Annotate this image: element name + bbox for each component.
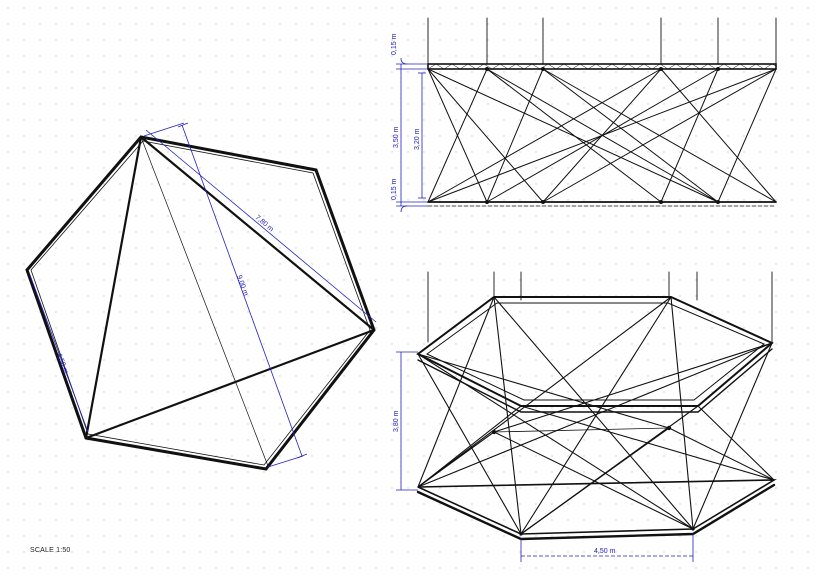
persp-top-ring-depth	[417, 348, 773, 413]
plan-brace	[84, 135, 143, 440]
persp-mid-tie	[493, 427, 670, 433]
persp-top-ring-inner	[426, 302, 765, 401]
scale-label: SCALE 1:50	[30, 547, 71, 554]
elev-top-truss-web	[427, 63, 777, 70]
perspective-dimensions	[396, 351, 694, 562]
plan-diag-dim-line	[181, 124, 303, 457]
elev-bottom-band-label: 0,15 m	[391, 178, 398, 200]
elev-total-height-label: 3,50 m	[393, 126, 400, 148]
elev-top-band-leader	[400, 57, 408, 65]
plan-side-dim-line	[29, 274, 89, 433]
plan-ext-line	[267, 455, 304, 468]
plan-outer-ring	[25, 135, 376, 471]
plan-brace	[84, 328, 376, 440]
elevation-view	[427, 17, 777, 207]
elevation-dimensions	[396, 57, 428, 213]
plan-chord-dim-line	[145, 129, 377, 323]
plan-ext-line	[143, 122, 185, 137]
elev-top-band-label: 0,15 m	[391, 33, 398, 55]
elev-top-truss	[427, 63, 777, 70]
perspective-view	[416, 271, 777, 541]
persp-bottom-ring-edge	[416, 483, 776, 541]
persp-width-dim-label: 4,50 m	[594, 548, 616, 555]
persp-bracing	[417, 296, 775, 535]
plan-inner-ring	[30, 140, 371, 466]
persp-nodes	[491, 425, 695, 536]
plan-dimensions	[29, 122, 377, 468]
persp-height-dim-label: 3,80 m	[393, 410, 400, 432]
plan-view	[25, 135, 376, 471]
elev-inner-height-label: 3,20 m	[414, 128, 421, 150]
plan-brace-thin	[140, 136, 269, 467]
elev-bottom-band-leader	[400, 205, 408, 213]
elev-bracing	[427, 68, 777, 203]
plan-diag-tick	[177, 122, 189, 128]
plan-brace	[139, 135, 376, 332]
elev-nodes	[485, 67, 720, 204]
